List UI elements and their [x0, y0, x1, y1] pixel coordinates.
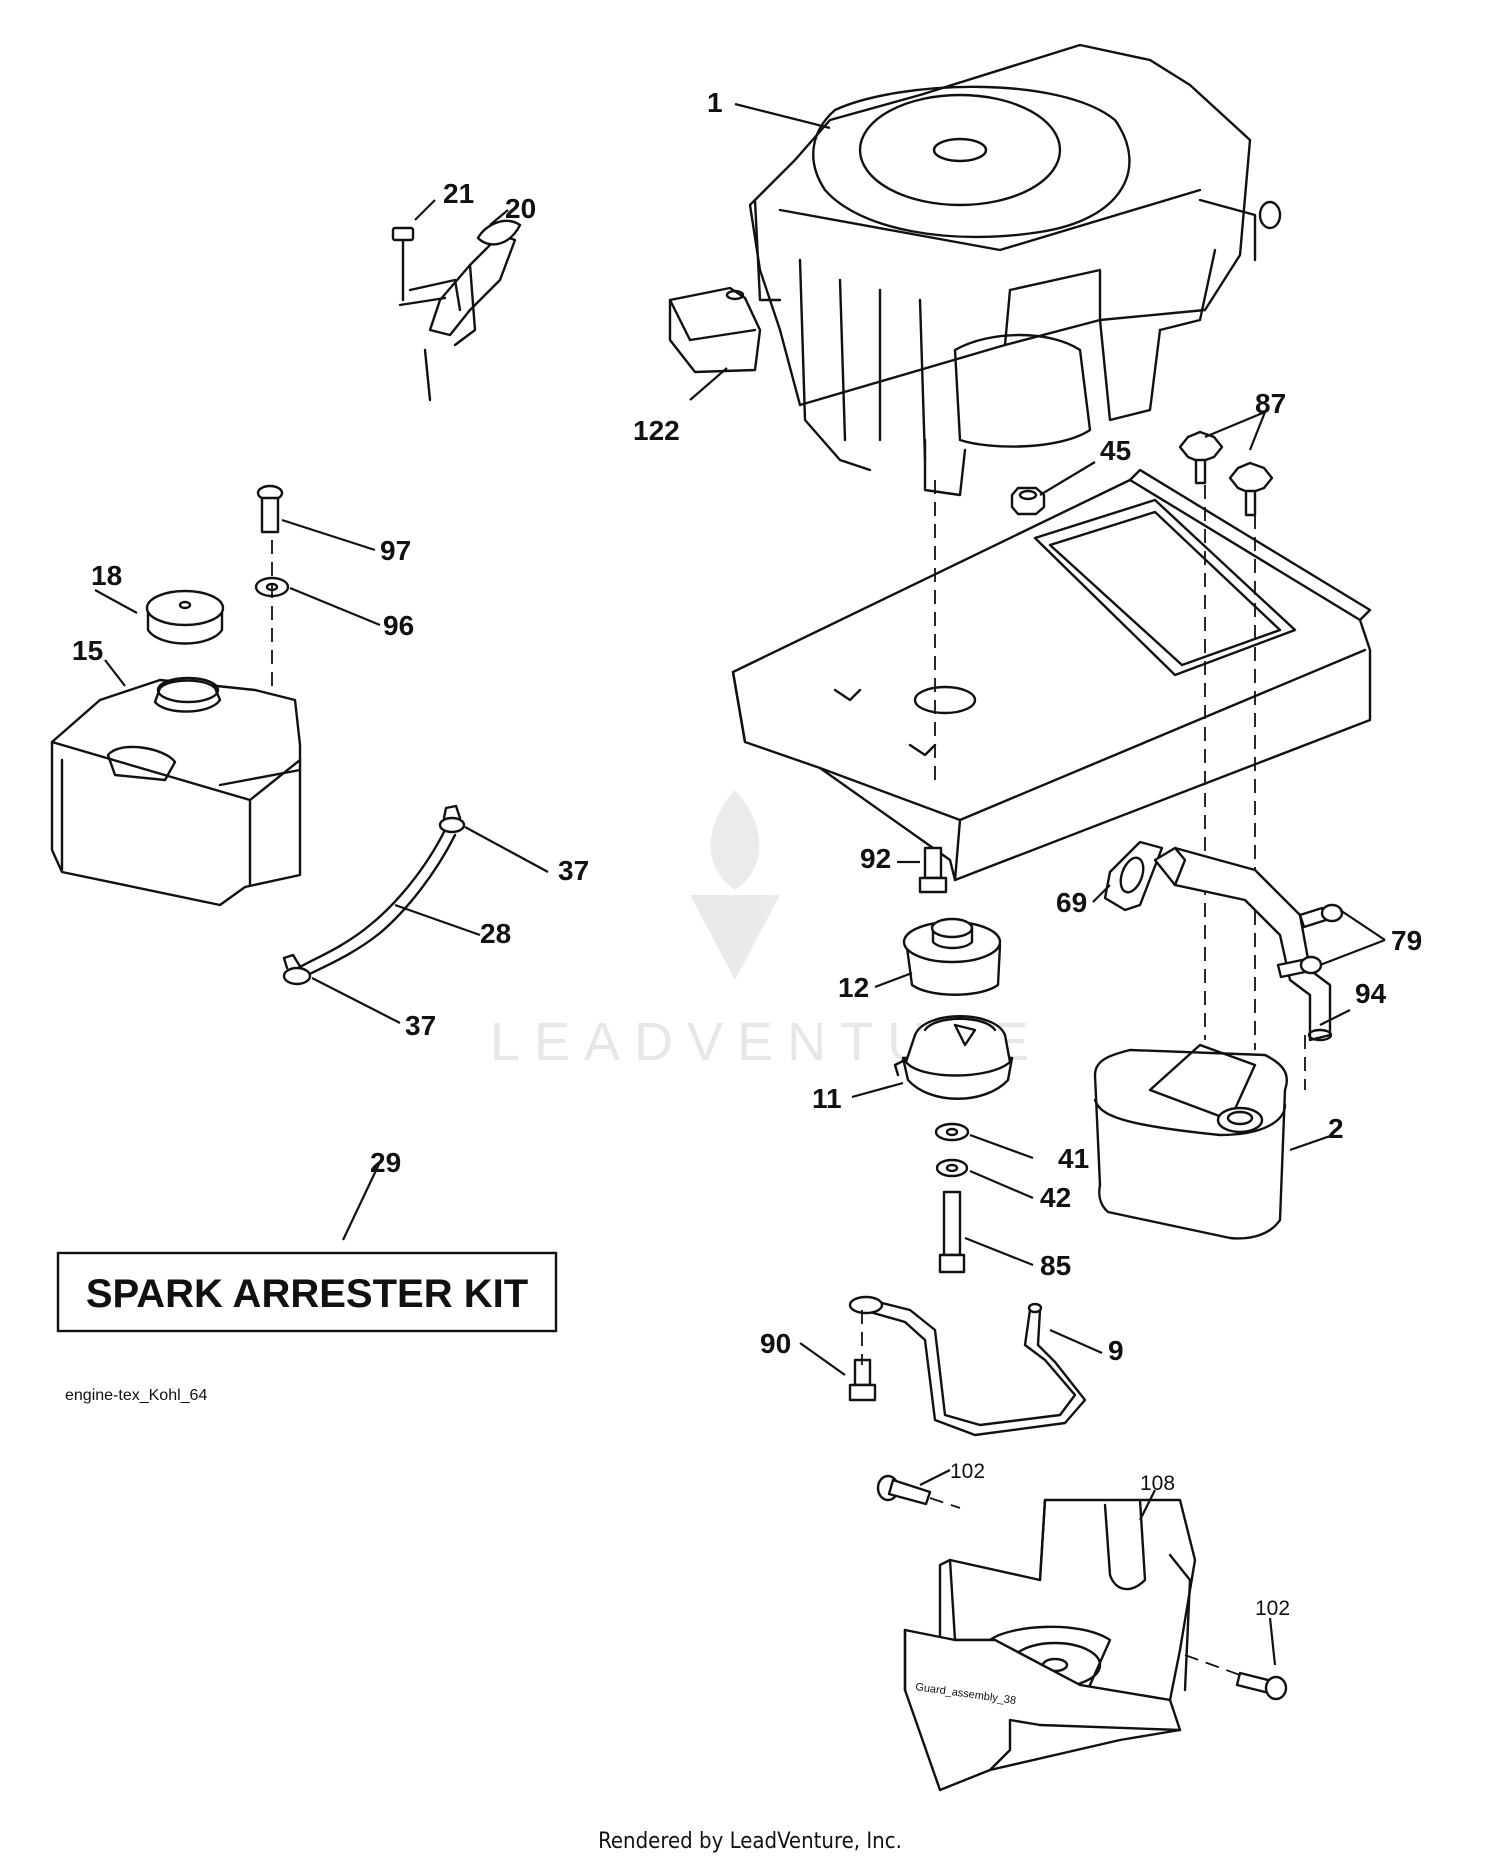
screw-part-79-bottom[interactable]	[1276, 955, 1323, 979]
drawing-id: engine-tex_Kohl_64	[65, 1387, 207, 1404]
callout-102-right: 102	[1255, 1597, 1290, 1620]
callout-85: 85	[1040, 1250, 1071, 1281]
gasket-part-69[interactable]	[1103, 840, 1164, 912]
callout-11: 11	[812, 1083, 842, 1114]
callout-87: 87	[1255, 388, 1286, 419]
bolt-part-92[interactable]	[918, 846, 948, 894]
nut-part-45[interactable]	[1010, 486, 1046, 516]
clamp-part-37-top[interactable]	[438, 804, 466, 834]
chassis-frame	[731, 468, 1372, 882]
callout-96: 96	[383, 610, 414, 641]
callout-21: 21	[443, 178, 474, 209]
spark-arrester-kit-label: SPARK ARRESTER KIT	[86, 1272, 528, 1316]
callout-122: 122	[633, 415, 680, 446]
callout-9: 9	[1108, 1335, 1124, 1366]
callout-37-top: 37	[558, 855, 589, 886]
callout-labels: 1 2 9 11 12 15 18 20 21 28 37 37 41 42 4…	[72, 87, 1422, 1620]
callout-79: 79	[1391, 925, 1422, 956]
clamp-part-37-bottom[interactable]	[282, 953, 312, 986]
callout-2: 2	[1328, 1113, 1344, 1144]
mounting-bolt-part-87-left[interactable]	[1178, 430, 1224, 485]
guard-assembly-part-108[interactable]: Guard_assembly_38	[903, 1498, 1197, 1792]
leader-lines	[94, 102, 1386, 1666]
rod-part-9[interactable]	[848, 1295, 1087, 1437]
callout-94: 94	[1355, 978, 1387, 1009]
callout-102-left: 102	[950, 1460, 985, 1483]
callout-41: 41	[1058, 1143, 1089, 1174]
callout-97: 97	[380, 535, 411, 566]
callout-18: 18	[91, 560, 122, 591]
fuel-tank-part-15[interactable]	[50, 676, 302, 907]
spark-arrester-kit-box	[56, 1251, 558, 1333]
callout-15: 15	[72, 635, 103, 666]
bolt-part-102-left[interactable]	[876, 1474, 932, 1506]
callout-37-bottom: 37	[405, 1010, 436, 1041]
washer-part-42[interactable]	[935, 1158, 969, 1178]
insulator-part-122[interactable]	[668, 286, 762, 374]
callout-29: 29	[370, 1147, 401, 1178]
callout-102-label-108: 108	[1140, 1472, 1175, 1495]
footer-credit: Rendered by LeadVenture, Inc.	[598, 1829, 902, 1854]
callout-28: 28	[480, 918, 511, 949]
bolt-part-85[interactable]	[938, 1190, 966, 1274]
throttle-control-part-20[interactable]	[398, 219, 522, 402]
callout-45: 45	[1100, 435, 1131, 466]
pto-clutch-part-11[interactable]	[893, 1015, 1014, 1100]
callout-69: 69	[1056, 887, 1087, 918]
callout-12: 12	[838, 972, 869, 1003]
mounting-bolt-part-87-right[interactable]	[1228, 461, 1274, 517]
screw-part-79-top[interactable]	[1298, 903, 1344, 929]
spark-arrester-kit[interactable]: 29 SPARK ARRESTER KIT	[56, 1147, 558, 1333]
bolt-part-102-right[interactable]	[1235, 1671, 1288, 1701]
exhaust-pipe-part-94[interactable]	[1153, 846, 1333, 1042]
callout-90: 90	[760, 1328, 791, 1359]
bolt-part-90[interactable]	[848, 1358, 877, 1402]
muffler-part-2[interactable]	[1093, 1043, 1288, 1240]
fuel-line-part-28[interactable]	[293, 828, 457, 980]
washer-part-41[interactable]	[934, 1122, 970, 1142]
callout-20: 20	[505, 193, 536, 224]
dash-line-102-left	[929, 1497, 961, 1509]
engine-part-1[interactable]	[748, 43, 1282, 497]
dash-line-102-right	[1184, 1654, 1241, 1676]
fuel-cap-part-18[interactable]	[145, 589, 225, 645]
callout-1: 1	[707, 87, 723, 118]
callout-92: 92	[860, 843, 891, 874]
callout-42: 42	[1040, 1182, 1071, 1213]
pulley-part-12[interactable]	[902, 917, 1002, 996]
screw-part-97[interactable]	[256, 484, 284, 534]
screw-part-21[interactable]	[391, 226, 415, 302]
